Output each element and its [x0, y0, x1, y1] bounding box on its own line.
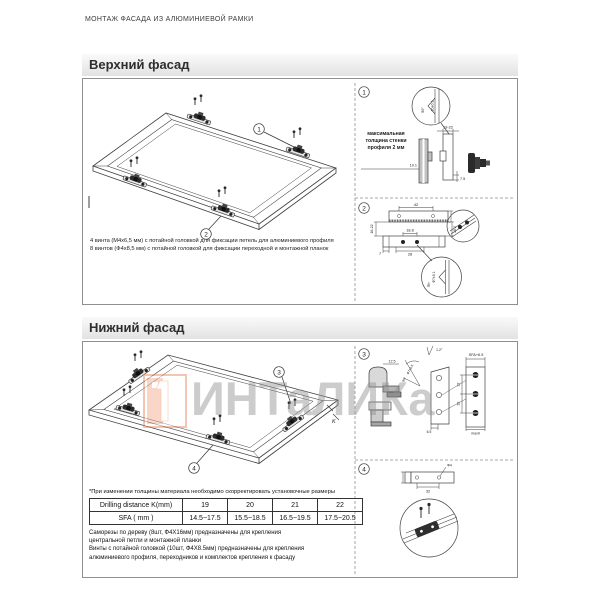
- table-cell: 19: [182, 498, 228, 512]
- detail-2-height-dim: 16.2: [453, 226, 457, 233]
- detail-3-badge: 3: [362, 351, 366, 358]
- hinge-glyph: [278, 409, 305, 433]
- screws-glyph: [129, 155, 139, 168]
- panel-separators-lower: [354, 346, 515, 574]
- screws-glyph: [193, 93, 203, 106]
- detail-3-hole-dim: Ф7±0.5: [406, 364, 415, 376]
- table-cell: 21: [272, 498, 318, 512]
- detail-3-pitch2-dim: 32: [457, 402, 461, 406]
- frame-isometric-lower: [88, 354, 339, 464]
- detail-3-tilt-dim: 1.2°: [436, 348, 443, 352]
- detail-2-slot-dim: 28: [408, 253, 412, 257]
- detail-3-pitch1-dim: 32: [457, 383, 461, 387]
- fastener-note-line3: Винты с потайной головкой (10шт, Ф4Х8.5м…: [89, 546, 305, 553]
- drilling-distance-table: Drilling distance K(mm) 19 20 21 22 SFA …: [89, 498, 363, 525]
- hinge-adapter-part: [468, 153, 490, 173]
- detail-3-angle: 90°: [401, 376, 407, 383]
- profile-thickness-note: максимальная толщина стенки профиля 2 мм: [365, 131, 407, 151]
- section-title-lower: Нижний фасад: [89, 320, 185, 335]
- detail-3-sfa-dim: SFA+6.5: [469, 353, 484, 357]
- upper-facade-panel: 1 2 1 90° 10±0.1: [82, 78, 518, 305]
- callout-1-number: 1: [257, 126, 261, 133]
- section-title-upper: Верхний фасад: [89, 57, 190, 72]
- table-cell: 14.5~17.5: [182, 511, 228, 525]
- upper-caption-line1: 4 винта (М4х6,5 мм) с потайной головкой …: [90, 238, 334, 244]
- detail-1: 1 90° 10±0.1 19-22: [358, 86, 490, 184]
- fastener-note-line2: центральной петли и монтажной планки: [89, 538, 202, 545]
- hinge-glyph: [186, 108, 214, 126]
- callout-3: 3: [273, 366, 292, 405]
- section-header-upper: Верхний фасад: [82, 54, 518, 76]
- screws-glyph: [133, 349, 143, 362]
- lower-facade-panel: K 3 4: [82, 341, 518, 578]
- lower-facade-drawing: K 3 4: [88, 345, 515, 574]
- callout-3-number: 3: [277, 369, 281, 376]
- detail-3-max-dim: max9: [471, 432, 480, 436]
- detail-1-badge: 1: [362, 89, 366, 96]
- detail-2: 2 42 16-22 18.8 28 7: [358, 202, 480, 298]
- detail-1-angle: 90°: [421, 107, 425, 113]
- detail-3-offset-dim: 6.5: [427, 430, 432, 434]
- screws-glyph: [122, 384, 132, 397]
- table-row-label: Drilling distance K(mm): [89, 498, 183, 512]
- detail-1-thickness-dim: 10.1: [410, 164, 417, 168]
- callout-4: 4: [188, 444, 214, 474]
- detail-1-depth-dim: 7.5: [460, 177, 465, 181]
- detail-3-cup-dim: 12.5: [389, 360, 396, 364]
- detail-4-hole-dim: Ф4: [447, 464, 452, 468]
- detail-3: 3 12.5 Ф7±0.5 90° 1.2°: [358, 345, 486, 436]
- callout-2-number: 2: [204, 231, 208, 238]
- hinge-glyph: [205, 428, 232, 446]
- fastener-note-line4: алюминиевого профиля, переходников и ком…: [89, 554, 296, 561]
- upper-facade-drawing: 1 2 1 90° 10±0.1: [88, 83, 515, 301]
- table-cell: 17.5~20.5: [317, 511, 363, 525]
- fastener-note-line1: Саморезы по дереву (8шт, Ф4Х16мм) предна…: [89, 530, 282, 536]
- screws-glyph: [287, 397, 297, 410]
- table-row-label: SFA ( mm ): [89, 511, 183, 525]
- table-cell: 15.5~18.5: [227, 511, 273, 525]
- table-cell: 16.5~19.5: [272, 511, 318, 525]
- section-header-lower: Нижний фасад: [82, 317, 518, 339]
- upper-caption-line2: 8 винтов (Ф4х8,5 мм) с потайной головкой…: [90, 246, 329, 252]
- table-row: SFA ( mm ) 14.5~17.5 15.5~18.5 16.5~19.5…: [89, 511, 363, 525]
- detail-4-badge: 4: [362, 466, 366, 473]
- callout-1: 1: [253, 123, 295, 148]
- detail-2-hole-dim: Ф7±0.1: [432, 271, 436, 282]
- detail-1-hole-dim: 10±0.1: [431, 101, 435, 112]
- detail-2-badge: 2: [362, 205, 366, 212]
- hinge-glyph: [210, 199, 238, 218]
- detail-2-step-dim: 7: [379, 252, 381, 256]
- table-cell: 20: [227, 498, 273, 512]
- screws-glyph: [212, 413, 222, 426]
- detail-2-range-dim: 16-22: [370, 224, 374, 233]
- detail-4-pitch-dim: 32: [426, 490, 430, 494]
- detail-2-angle: 90°: [426, 281, 432, 288]
- frame-isometric-upper: [88, 112, 337, 230]
- material-note: *При изменении толщины материала необход…: [89, 489, 335, 495]
- fastener-notes: Саморезы по дереву (8шт, Ф4Х16мм) предна…: [89, 529, 304, 562]
- upper-caption: 4 винта (М4х6,5 мм) с потайной головкой …: [90, 237, 334, 253]
- panel-separators-upper: [354, 83, 515, 301]
- callout-4-number: 4: [192, 465, 196, 472]
- k-label: K: [332, 419, 336, 425]
- detail-2-width-dim: 42: [414, 202, 419, 207]
- detail-4: 4 Ф4 32: [358, 463, 459, 558]
- screws-glyph: [217, 185, 227, 198]
- hinge-glyph: [124, 361, 151, 385]
- callout-2: 2: [200, 215, 222, 240]
- detail-1-span-dim: 19-22: [443, 125, 454, 130]
- k-dimension: K: [326, 404, 340, 425]
- table-cell: 22: [317, 498, 363, 512]
- screws-glyph: [292, 126, 302, 139]
- detail-2-holes-dim: 18.8: [406, 229, 413, 233]
- document-title: МОНТАЖ ФАСАДА ИЗ АЛЮМИНИЕВОЙ РАМКИ: [85, 16, 254, 23]
- table-row: Drilling distance K(mm) 19 20 21 22: [89, 498, 363, 512]
